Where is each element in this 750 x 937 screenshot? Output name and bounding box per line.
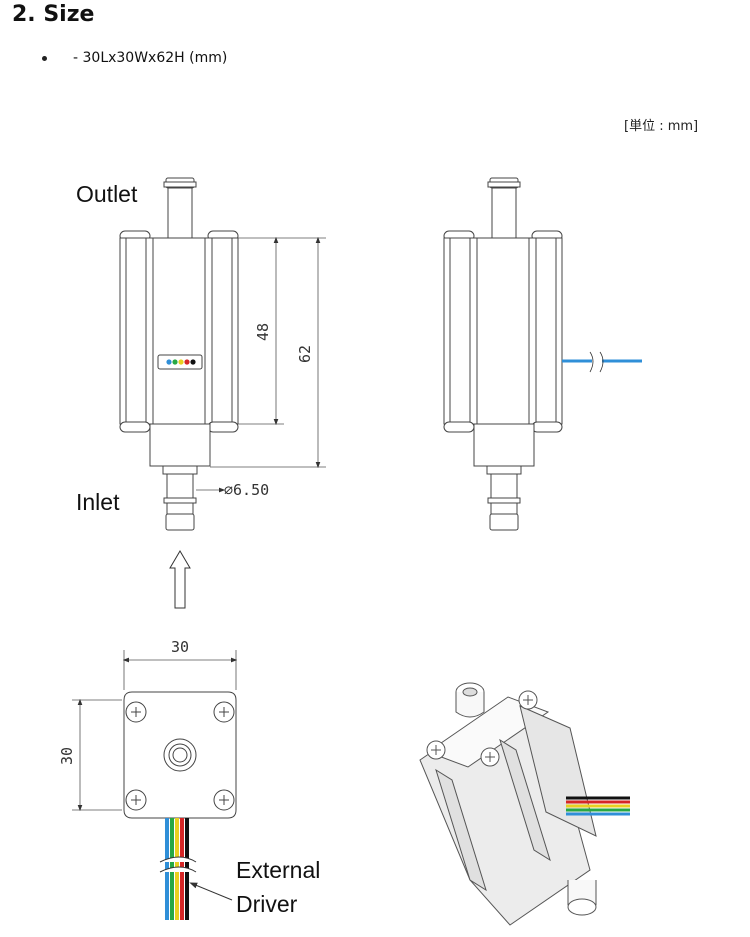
screw-icons <box>125 701 235 811</box>
dimension-lines-front <box>196 236 326 493</box>
dim-depth: 30 <box>58 747 76 765</box>
outlet-label: Outlet <box>76 181 138 207</box>
dimension-lines-top <box>72 650 238 812</box>
front-view <box>119 177 239 531</box>
led-indicator <box>157 354 203 370</box>
unit-note: [単位 : mm] <box>624 119 699 134</box>
dim-port-diameter: ∅6.50 <box>224 481 269 499</box>
bullet-dot <box>42 55 47 61</box>
wire-bundle <box>159 818 233 920</box>
inlet-label: Inlet <box>76 489 120 515</box>
dim-body-height: 48 <box>254 323 272 341</box>
external-label: External <box>236 857 320 883</box>
side-cable <box>562 351 642 373</box>
isometric-view <box>419 682 597 926</box>
dim-total-height: 62 <box>296 345 314 363</box>
flow-arrow-icon <box>169 550 191 609</box>
iso-wires <box>566 796 630 816</box>
side-view <box>443 177 563 531</box>
top-view <box>123 691 237 819</box>
driver-label: Driver <box>236 891 298 917</box>
spec-dimensions: - 30Lx30Wx62H (mm) <box>73 50 228 66</box>
section-title: 2. Size <box>12 2 95 27</box>
dim-width: 30 <box>171 638 189 656</box>
spec-bullet: - 30Lx30Wx62H (mm) <box>42 50 227 66</box>
